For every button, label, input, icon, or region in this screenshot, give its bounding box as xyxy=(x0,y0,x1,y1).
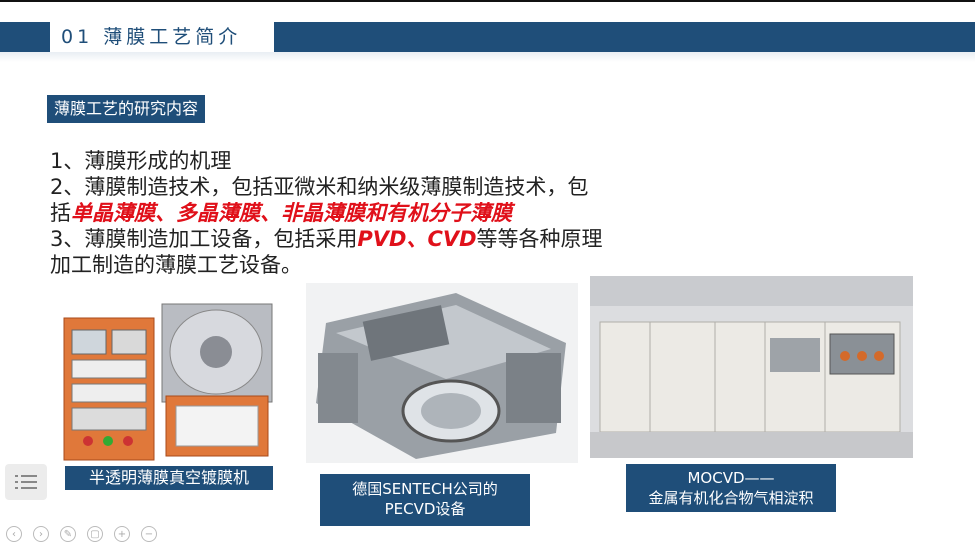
vacuum-coater-photo xyxy=(58,296,280,466)
next-icon[interactable]: › xyxy=(33,526,49,542)
content-line-2b: 括单晶薄膜、多晶薄膜、非晶薄膜和有机分子薄膜 xyxy=(50,200,710,226)
content-line-3-prefix: 3、薄膜制造加工设备，包括采用 xyxy=(50,227,358,251)
caption-vacuum-coater-text: 半透明薄膜真空镀膜机 xyxy=(88,468,249,487)
zoom-icon[interactable]: + xyxy=(114,526,130,542)
minus-icon[interactable]: − xyxy=(141,526,157,542)
caption-pecvd-line2: PECVD设备 xyxy=(384,500,466,518)
highlight-film-types: 单晶薄膜、多晶薄膜、非晶薄膜和有机分子薄膜 xyxy=(71,201,512,225)
content-line-2b-prefix: 括 xyxy=(50,201,71,225)
header-bar-left xyxy=(0,22,50,52)
content-line-3: 3、薄膜制造加工设备，包括采用PVD、CVD等等各种原理 xyxy=(50,226,710,252)
caption-pecvd-line1: 德国SENTECH公司的 xyxy=(352,480,498,498)
header-bar-right xyxy=(274,22,975,52)
caption-vacuum-coater: 半透明薄膜真空镀膜机 xyxy=(65,466,273,490)
prev-icon[interactable]: ‹ xyxy=(6,526,22,542)
header-shadow xyxy=(0,52,975,62)
pecvd-equipment-photo xyxy=(306,283,578,463)
content-line-3-suffix: 等等各种原理 xyxy=(476,227,603,251)
mocvd-equipment-photo xyxy=(590,276,913,458)
highlight-pvd-cvd: PVD、CVD xyxy=(357,227,477,251)
content-line-4: 加工制造的薄膜工艺设备。 xyxy=(50,253,302,277)
section-tag: 薄膜工艺的研究内容 xyxy=(47,95,206,123)
top-border xyxy=(0,0,975,2)
caption-mocvd-line2: 金属有机化合物气相淀积 xyxy=(648,489,814,507)
content-line-1: 1、薄膜形成的机理 xyxy=(50,149,232,173)
page-title: 01 薄膜工艺简介 xyxy=(61,26,242,48)
menu-button[interactable] xyxy=(5,464,47,500)
caption-pecvd: 德国SENTECH公司的 PECVD设备 xyxy=(320,474,530,526)
caption-mocvd-line1: MOCVD—— xyxy=(687,469,775,487)
content-line-2a: 2、薄膜制造技术，包括亚微米和纳米级薄膜制造技术，包 xyxy=(50,175,589,199)
copy-icon[interactable]: ▢ xyxy=(87,526,103,542)
content-text: 1、薄膜形成的机理 2、薄膜制造技术，包括亚微米和纳米级薄膜制造技术，包 括单晶… xyxy=(50,148,710,278)
pen-icon[interactable]: ✎ xyxy=(60,526,76,542)
caption-mocvd: MOCVD—— 金属有机化合物气相淀积 xyxy=(626,464,836,512)
menu-icon xyxy=(15,475,37,489)
